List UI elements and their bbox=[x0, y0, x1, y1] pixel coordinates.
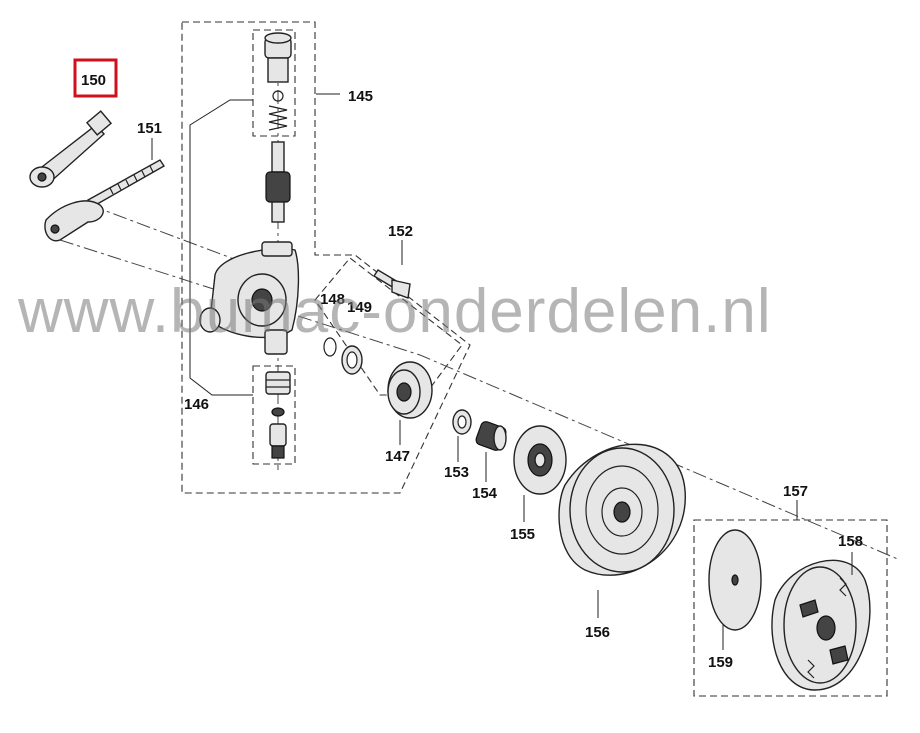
callout-149[interactable]: 149 bbox=[347, 299, 372, 316]
part-157-clutch[interactable] bbox=[771, 559, 871, 691]
callout-159[interactable]: 159 bbox=[708, 654, 733, 671]
part-150-bolt[interactable] bbox=[29, 110, 113, 188]
callout-152[interactable]: 152 bbox=[388, 223, 413, 240]
leader-146 bbox=[189, 99, 253, 396]
assembly-top-valve-box bbox=[252, 29, 296, 137]
part-148-circlip[interactable] bbox=[323, 337, 337, 357]
callout-145[interactable]: 145 bbox=[348, 88, 373, 105]
part-158-spring[interactable] bbox=[807, 577, 847, 679]
part-153-washer[interactable] bbox=[452, 409, 472, 435]
part-156-clutch-drum[interactable] bbox=[558, 443, 686, 576]
callout-147[interactable]: 147 bbox=[385, 448, 410, 465]
callout-153[interactable]: 153 bbox=[444, 464, 469, 481]
callout-155[interactable]: 155 bbox=[510, 526, 535, 543]
assembly-145-boundary bbox=[181, 21, 471, 494]
part-147-bearing-cap[interactable] bbox=[387, 361, 433, 419]
callout-151[interactable]: 151 bbox=[137, 120, 162, 137]
part-154-needle-bearing[interactable] bbox=[475, 420, 508, 451]
assembly-157-boundary bbox=[693, 519, 888, 697]
callout-150[interactable]: 150 bbox=[81, 72, 106, 89]
assembly-146-box bbox=[252, 365, 296, 465]
part-155-sprocket[interactable] bbox=[513, 425, 567, 495]
site-watermark: www.bumac-onderdelen.nl bbox=[18, 277, 772, 346]
callout-150-highlight bbox=[73, 58, 118, 98]
center-line-upper bbox=[89, 204, 251, 266]
callout-148[interactable]: 148 bbox=[320, 291, 345, 308]
callout-156[interactable]: 156 bbox=[585, 624, 610, 641]
center-line-main bbox=[59, 239, 901, 561]
part-151-threaded-rod[interactable] bbox=[44, 159, 165, 242]
part-152-screw[interactable] bbox=[373, 269, 411, 299]
part-159-plate[interactable] bbox=[708, 529, 762, 631]
oil-pump-housing[interactable] bbox=[199, 241, 300, 355]
callout-154[interactable]: 154 bbox=[472, 485, 498, 502]
top-valve-assembly[interactable] bbox=[264, 32, 292, 131]
callout-158[interactable]: 158 bbox=[838, 533, 863, 550]
callout-146[interactable]: 146 bbox=[184, 396, 209, 413]
part-146-valve[interactable] bbox=[265, 371, 291, 459]
assembly-148-149-boundary bbox=[314, 257, 463, 396]
callout-157[interactable]: 157 bbox=[783, 483, 808, 500]
worm-shaft[interactable] bbox=[265, 141, 291, 223]
part-149-washer[interactable] bbox=[341, 345, 363, 375]
